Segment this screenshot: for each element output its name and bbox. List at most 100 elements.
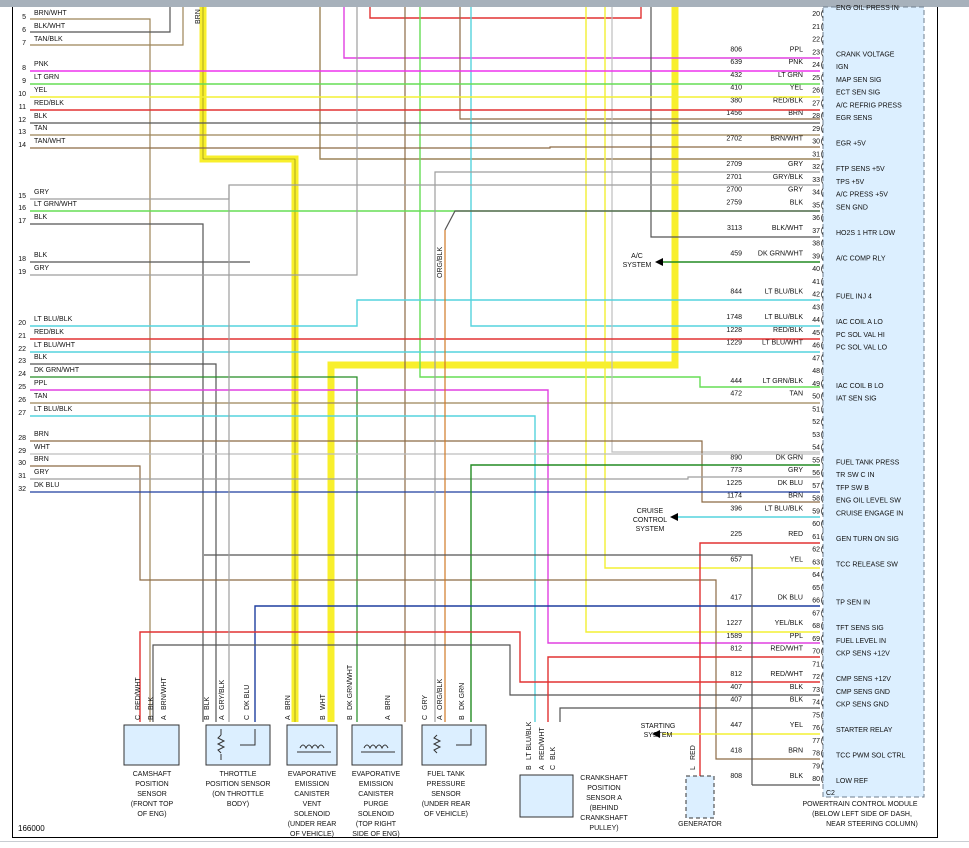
component-caption: (UNDER REAR <box>288 821 337 828</box>
pcm-pin-bracket <box>821 252 824 261</box>
left-terminal-pin: 18 <box>18 256 26 263</box>
pcm-pin-bracket <box>821 609 824 618</box>
wire-label-orgblk: ORG/BLK <box>437 247 444 278</box>
wire-gry-pin32 <box>434 171 820 722</box>
wire-brnwht-5 <box>30 18 151 722</box>
left-terminal-label: LT GRN/WHT <box>34 201 78 208</box>
pcm-pin-number: 49 <box>812 381 820 388</box>
pcm-circuit-number: 380 <box>730 97 742 104</box>
pcm-wire-color: PNK <box>789 59 804 66</box>
pcm-pin-function: IGN <box>836 64 848 71</box>
pcm-pin-function: TFT SENS SIG <box>836 625 884 632</box>
pcm-pin-bracket <box>821 570 824 580</box>
pcm-pin-bracket <box>821 596 824 605</box>
component-caption: EMISSION <box>359 781 393 788</box>
left-terminal-pin: 17 <box>18 218 26 225</box>
pcm-pin-number: 69 <box>812 636 820 643</box>
component-caption: PULLEY) <box>589 825 618 832</box>
component-pin-letter: A <box>161 715 168 720</box>
left-terminal-label: BRN <box>34 456 49 463</box>
component-caption: PURGE <box>364 801 389 808</box>
left-terminal-pin: 24 <box>18 371 26 378</box>
pcm-pin-function: EGR +5V <box>836 141 866 148</box>
pcm-pin-number: 59 <box>812 508 820 515</box>
pcm-pin-number: 20 <box>812 11 820 18</box>
wire-tanblk-7 <box>30 7 184 46</box>
pcm-wire-color: GRY/BLK <box>773 174 804 181</box>
pcm-pin-number: 50 <box>812 394 820 401</box>
pcm-wire-color: RED <box>788 531 803 538</box>
pcm-pin-bracket <box>821 213 824 223</box>
pcm-pin-number: 76 <box>812 725 820 732</box>
pcm-pin-number: 45 <box>812 330 820 337</box>
wire-ltblu-20 <box>30 299 820 327</box>
left-terminal-label: DK GRN/WHT <box>34 367 80 374</box>
system-label: CONTROL <box>633 517 667 524</box>
pcm-wire-color: DK GRN/WHT <box>758 250 804 257</box>
pcm-pin-function: CMP SENS GND <box>836 689 890 696</box>
component-pin-letter: L <box>690 766 697 770</box>
pcm-wire-color: DK BLU <box>778 480 803 487</box>
left-terminal-pin: 13 <box>18 129 26 136</box>
pcm-pin-number: 28 <box>812 113 820 120</box>
pcm-pin-function: TFP SW B <box>836 485 869 492</box>
wire-blk-pin80 <box>204 554 753 785</box>
component-caption: VENT <box>303 801 322 808</box>
pcm-pin-number: 44 <box>812 317 820 324</box>
pcm-pin-bracket <box>821 558 824 567</box>
wire-gry-15 <box>30 184 820 200</box>
system-label: CRUISE <box>637 508 664 515</box>
pcm-pin-number: 67 <box>812 610 820 617</box>
pcm-pin-bracket <box>821 481 824 490</box>
wire-blk-cam <box>152 644 820 722</box>
pcm-pin-bracket <box>821 736 824 745</box>
pcm-pin-number: 64 <box>812 572 820 579</box>
component-caption: EMISSION <box>295 781 329 788</box>
pcm-pin-function: A/C REFRIG PRESS <box>836 102 902 109</box>
pcm-circuit-number: 417 <box>730 595 742 602</box>
pcm-pin-number: 40 <box>812 266 820 273</box>
pcm-pin-function: TP SEN IN <box>836 600 870 607</box>
pcm-circuit-number: 225 <box>730 531 742 538</box>
wire-redwht-cam <box>139 631 820 722</box>
component-pin-letter: B <box>459 715 466 720</box>
component-caption: SOLENOID <box>294 811 330 818</box>
component-pin-color: DK GRN <box>459 683 466 710</box>
pcm-pin-bracket <box>821 621 824 631</box>
vent-solenoid-box <box>286 724 338 766</box>
crankshaft-sensor-box <box>519 774 574 818</box>
wire-red-pin61 <box>699 542 820 780</box>
pcm-pin-number: 31 <box>812 151 820 158</box>
left-terminal-pin: 30 <box>18 460 26 467</box>
pcm-pin-bracket <box>821 162 824 172</box>
left-terminal-label: RED/BLK <box>34 329 64 336</box>
component-pin-letter: A <box>219 715 226 720</box>
pcm-circuit-number: 2759 <box>726 199 742 206</box>
left-terminal-pin: 25 <box>18 384 26 391</box>
left-terminal-label: BLK/WHT <box>34 23 66 30</box>
component-pin-color: LT BLU/BLK <box>526 721 533 760</box>
pcm-pin-number: 27 <box>812 100 820 107</box>
pcm-wire-color: BLK/WHT <box>772 225 804 232</box>
pcm-pin-number: 53 <box>812 432 820 439</box>
pcm-wire-color: LT BLU/BLK <box>765 289 804 296</box>
pcm-circuit-number: 806 <box>730 46 742 53</box>
pcm-pin-function: ENG OIL PRESS IN <box>836 5 899 12</box>
component-caption: SENSOR <box>137 791 167 798</box>
pcm-pin-function: IAT SEN SIG <box>836 396 877 403</box>
pcm-pin-function: IAC COIL A LO <box>836 319 883 326</box>
pcm-pin-bracket <box>821 443 824 452</box>
system-label: A/C <box>631 253 643 260</box>
left-terminal-label: GRY <box>34 469 49 476</box>
component-pin-color: BRN <box>385 695 392 710</box>
left-terminal-label: YEL <box>34 87 47 94</box>
pcm-circuit-number: 657 <box>730 556 742 563</box>
pcm-pin-bracket <box>821 175 824 184</box>
pcm-pin-bracket <box>821 685 824 694</box>
pcm-pin-number: 56 <box>812 470 820 477</box>
wire-blk-17 <box>30 223 204 722</box>
pcm-pin-bracket <box>821 711 824 720</box>
pcm-pin-function: CRANK VOLTAGE <box>836 51 895 58</box>
pcm-pin-function: IAC COIL B LO <box>836 383 884 390</box>
left-terminal-pin: 8 <box>22 65 26 72</box>
